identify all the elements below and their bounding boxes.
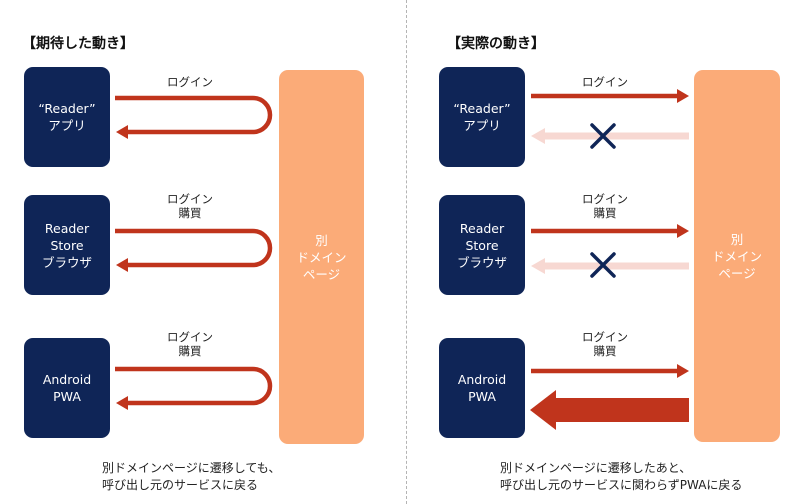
arrow-label-line: 購買: [593, 206, 617, 220]
domain-label: ページ: [718, 265, 756, 281]
app-label: PWA: [53, 389, 81, 404]
arrow-label: ログイン 購買: [150, 330, 230, 358]
domain-label: 別: [315, 232, 328, 248]
reader-app-box: “Reader” アプリ: [439, 67, 525, 167]
arrow-label-line: ログイン: [167, 330, 213, 344]
actual-arrow-login-android-pwa: [531, 364, 689, 378]
actual-arrow-login-reader-app: [531, 89, 689, 103]
app-label: “Reader”: [453, 101, 511, 116]
actual-heading: 【実際の動き】: [447, 36, 545, 52]
app-label: PWA: [468, 389, 496, 404]
separate-domain-page-box: 別 ドメイン ページ: [279, 70, 364, 444]
expected-arrow-reader-store: [115, 228, 273, 272]
caption-line: 呼び出し元のサービスに関わらずPWAに戻る: [500, 478, 743, 492]
app-label: Store: [50, 237, 84, 253]
arrow-label-line: 購買: [178, 206, 202, 220]
failed-return-arrow-reader-store: [531, 258, 689, 274]
expected-caption: 別ドメインページに遷移しても、 呼び出し元のサービスに戻る: [102, 460, 280, 494]
app-label: “Reader”: [38, 101, 96, 116]
caption-line: 呼び出し元のサービスに戻る: [102, 478, 259, 492]
app-label: アプリ: [48, 118, 86, 133]
android-pwa-box: Android PWA: [24, 338, 110, 438]
expected-arrow-reader-app: [115, 95, 273, 139]
arrow-label-line: ログイン: [582, 75, 628, 89]
arrow-label: ログイン: [150, 75, 230, 89]
app-label: ブラウザ: [41, 254, 92, 270]
domain-label: ページ: [302, 266, 341, 282]
arrow-label: ログイン: [565, 75, 645, 89]
actual-arrow-login-reader-store: [531, 224, 689, 238]
expected-arrow-android-pwa: [115, 366, 273, 410]
cross-mark-icon: [590, 252, 616, 278]
reader-store-browser-box: Reader Store ブラウザ: [24, 195, 110, 295]
arrow-label-line: ログイン: [582, 192, 628, 206]
domain-label: 別: [730, 231, 744, 247]
arrow-label-line: 購買: [593, 344, 617, 358]
arrow-label: ログイン 購買: [565, 330, 645, 358]
arrow-label-line: ログイン: [582, 330, 628, 344]
reader-store-browser-box: Reader Store ブラウザ: [439, 195, 525, 295]
domain-label: ドメイン: [711, 248, 762, 264]
return-to-pwa-arrow: [530, 390, 689, 430]
app-label: Android: [42, 372, 92, 387]
app-label: Store: [465, 237, 499, 253]
caption-line: 別ドメインページに遷移しても、: [102, 461, 281, 475]
arrow-label-line: ログイン: [167, 75, 213, 89]
app-label: Android: [457, 372, 507, 387]
arrow-label-line: 購買: [178, 344, 202, 358]
expected-heading: 【期待した動き】: [22, 36, 134, 52]
separate-domain-page-box: 別 ドメイン ページ: [694, 70, 780, 442]
arrow-label-line: ログイン: [167, 192, 213, 206]
domain-label: ドメイン: [296, 249, 347, 265]
panel-divider: [406, 0, 407, 504]
arrow-label: ログイン 購買: [565, 192, 645, 220]
app-label: アプリ: [463, 118, 501, 133]
cross-mark-icon: [590, 123, 616, 149]
actual-caption: 別ドメインページに遷移したあと、 呼び出し元のサービスに関わらずPWAに戻る: [500, 460, 742, 494]
app-label: ブラウザ: [456, 254, 507, 270]
arrow-label: ログイン 購買: [150, 192, 230, 220]
app-label: Reader: [44, 220, 90, 236]
reader-app-box: “Reader” アプリ: [24, 67, 110, 167]
failed-return-arrow-reader-app: [531, 128, 689, 144]
caption-line: 別ドメインページに遷移したあと、: [500, 461, 692, 475]
android-pwa-box: Android PWA: [439, 338, 525, 438]
app-label: Reader: [459, 220, 505, 236]
